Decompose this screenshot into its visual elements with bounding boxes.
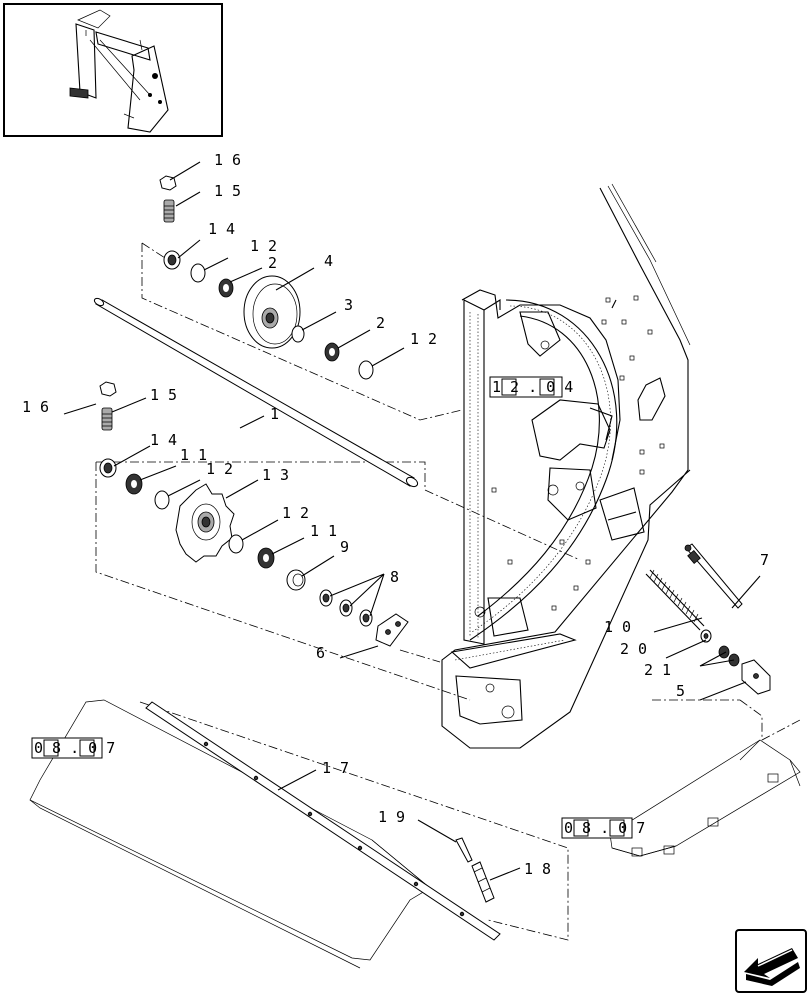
callout-12-b: 1 2: [410, 330, 437, 348]
callout-1: 1: [270, 405, 279, 423]
callout-5: 5: [676, 682, 685, 700]
spring-rod-parts: [645, 543, 771, 695]
side-frame-panel: [441, 183, 691, 749]
callout-15-upper: 1 5: [214, 182, 241, 200]
callout-8: 8: [390, 568, 399, 586]
reference-08-07-left[interactable]: 0 8 . 0 7: [34, 739, 115, 757]
reference-08-07-right[interactable]: 0 8 . 0 7: [564, 819, 645, 837]
callout-numbers: 1 6 1 5 1 4 1 2 2 4 3 2 1 2 1 6 1 5 1 4 …: [22, 151, 769, 878]
shaft-part-1: [93, 297, 419, 488]
upper-idler-stack: [159, 175, 374, 380]
callout-15-lower: 1 5: [150, 386, 177, 404]
right-lower-shield: [609, 739, 801, 857]
callout-13: 1 3: [262, 466, 289, 484]
reference-12-04[interactable]: 1 2 . 0 4: [492, 378, 573, 396]
callout-11-b: 1 1: [310, 522, 337, 540]
callout-16-lower: 1 6: [22, 398, 49, 416]
callout-3: 3: [344, 296, 353, 314]
callout-18: 1 8: [524, 860, 551, 878]
callout-12-d: 1 2: [282, 504, 309, 522]
lower-sprocket-stack: [99, 381, 409, 647]
callout-16-upper: 1 6: [214, 151, 241, 169]
callout-2-a: 2: [268, 254, 277, 272]
callout-4: 4: [324, 252, 333, 270]
callout-7: 7: [760, 551, 769, 569]
plate-part-6: [375, 613, 409, 647]
callout-14-upper: 1 4: [208, 220, 235, 238]
callout-10: 1 0: [604, 618, 631, 636]
callout-leaders: [63, 161, 761, 881]
sprocket-part-13: [175, 483, 235, 563]
section-references: 1 2 . 0 4 0 8 . 0 7 0 8 . 0 7: [31, 376, 645, 839]
lower-shield-assembly: [29, 699, 501, 969]
callout-12-c: 1 2: [206, 460, 233, 478]
callout-20: 2 0: [620, 640, 647, 658]
callout-12-a: 1 2: [250, 237, 277, 255]
callout-21: 2 1: [644, 661, 671, 679]
explosion-guide-lines: [95, 242, 801, 941]
callout-14-lower: 1 4: [150, 431, 177, 449]
callout-11-a: 1 1: [180, 446, 207, 464]
callout-9: 9: [340, 538, 349, 556]
callout-19: 1 9: [378, 808, 405, 826]
arrow-back-icon[interactable]: [735, 929, 807, 993]
callout-6: 6: [316, 644, 325, 662]
assembly-location-thumbnail: [3, 3, 223, 137]
callout-17: 1 7: [322, 759, 349, 777]
callout-2-b: 2: [376, 314, 385, 332]
